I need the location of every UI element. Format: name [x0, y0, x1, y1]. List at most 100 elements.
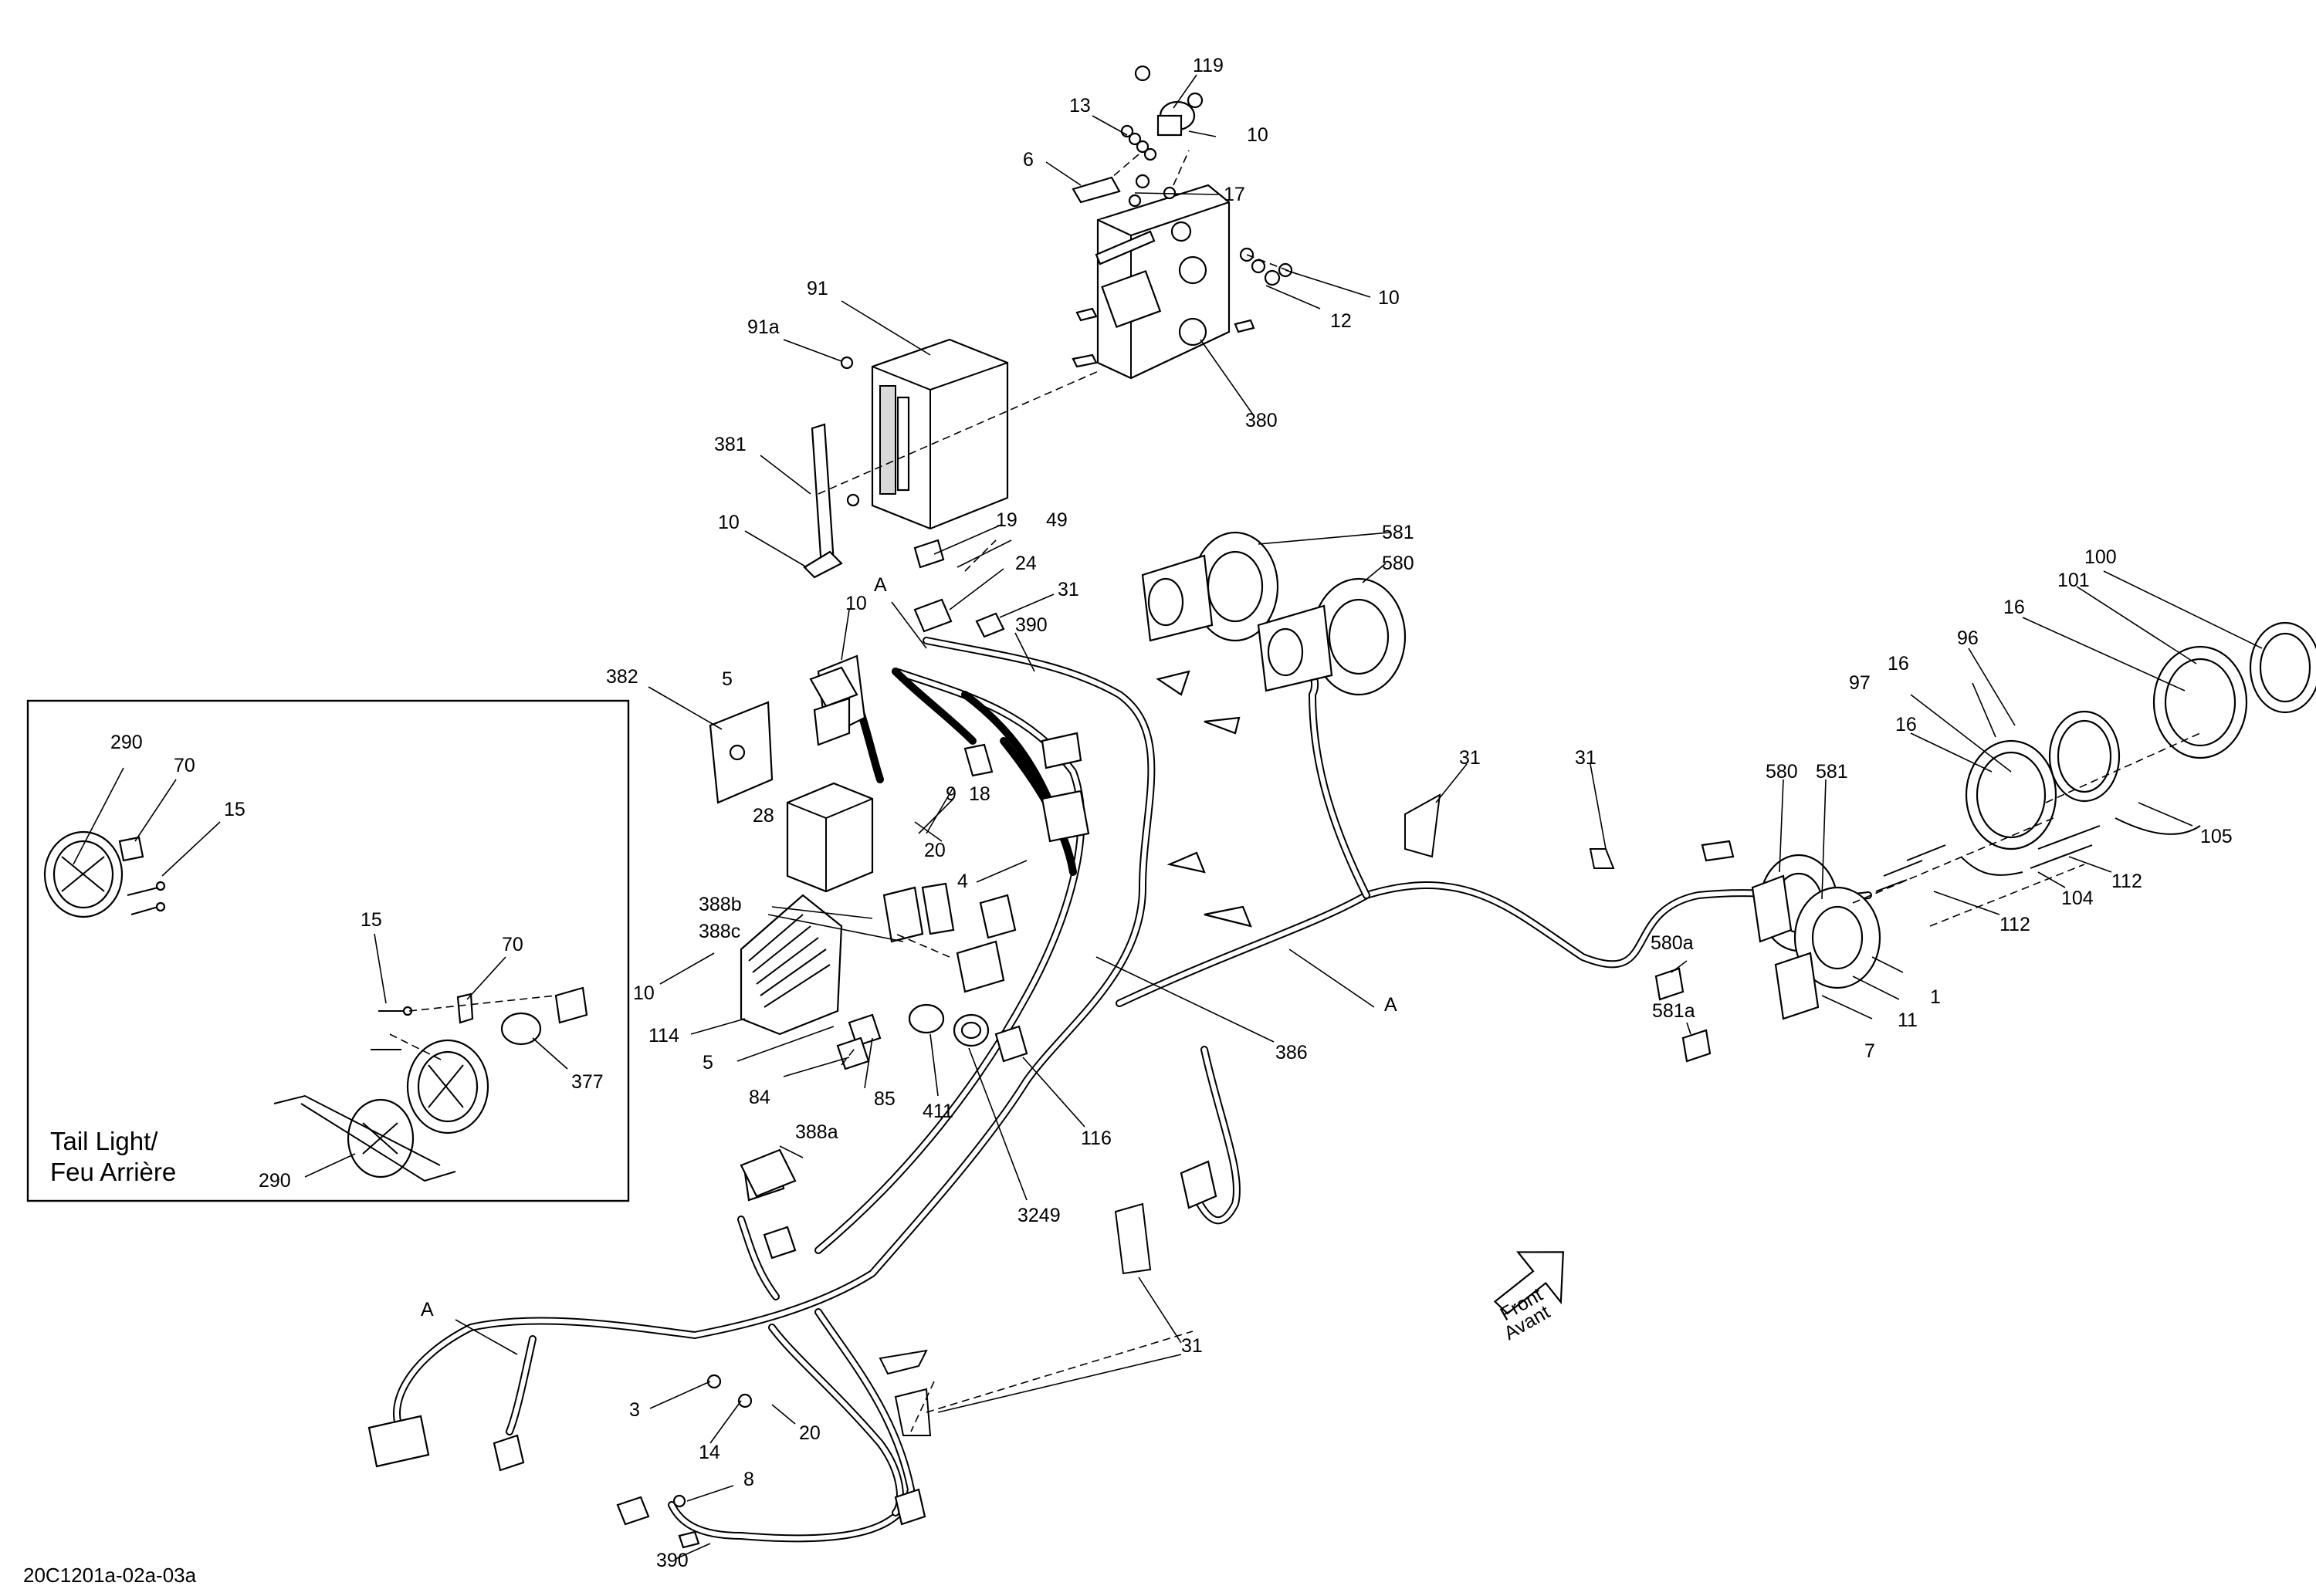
tail-light-caption-line1: Tail Light/ [50, 1127, 158, 1155]
callout-70: 70 [502, 934, 523, 955]
headlight-580-right [1751, 854, 1839, 952]
headlight-580-left [1257, 577, 1407, 696]
callout-377: 377 [571, 1071, 604, 1093]
callout-12: 12 [1330, 310, 1352, 332]
callout-112: 112 [1999, 914, 2030, 935]
callout-388c: 388c [699, 921, 740, 942]
callout-11: 11 [1898, 1009, 1918, 1031]
callout-388a: 388a [795, 1121, 838, 1143]
callout-6: 6 [1023, 149, 1034, 171]
callout-580a: 580a [1651, 932, 1694, 954]
callout-13: 13 [1069, 95, 1091, 117]
callout-1: 1 [1930, 986, 1941, 1008]
callout-390: 390 [1015, 614, 1048, 636]
bracket-382 [709, 701, 774, 804]
callout-580: 580 [1766, 761, 1798, 783]
callout-49: 49 [1046, 509, 1068, 531]
callout-10: 10 [1247, 124, 1268, 146]
callout-4: 4 [957, 871, 968, 892]
bulbs-580a-581a [1654, 967, 1712, 1063]
callout-411: 411 [923, 1101, 953, 1122]
callout-10: 10 [718, 512, 740, 533]
callout-386: 386 [1275, 1042, 1308, 1063]
callout-388b: 388b [699, 894, 742, 915]
callout-16: 16 [1888, 653, 1909, 675]
callout-97: 97 [1849, 672, 1871, 694]
relay-cluster-388 [882, 882, 1017, 993]
drawing-code: 20C1201a-02a-03a [23, 1564, 197, 1587]
callout-581: 581 [1382, 522, 1414, 543]
callout-20: 20 [799, 1422, 821, 1444]
clips-31 [879, 670, 1735, 1436]
callout-24: 24 [1015, 553, 1037, 574]
leader-lines [73, 74, 2263, 1560]
callout-31: 31 [1181, 1335, 1203, 1357]
callout-10: 10 [845, 593, 867, 614]
callout-70: 70 [174, 755, 195, 776]
callout-112: 112 [2111, 871, 2142, 892]
callout-10: 10 [633, 982, 655, 1004]
callout-100: 100 [2084, 546, 2117, 568]
switch-388a [740, 1148, 797, 1260]
callout-101: 101 [2057, 570, 2090, 591]
callout-96: 96 [1957, 627, 1979, 649]
front-direction-arrow: Front Avant [1493, 1251, 1564, 1344]
callout-3249: 3249 [1017, 1205, 1061, 1226]
tail-light-caption-line2: Feu Arrière [50, 1158, 176, 1186]
headlight-581-right [1774, 886, 1881, 1020]
callout-382: 382 [606, 666, 638, 688]
callout-5: 5 [703, 1052, 713, 1074]
callout-10: 10 [1378, 287, 1400, 309]
callout-a: A [874, 574, 887, 596]
callout-7: 7 [1864, 1040, 1875, 1062]
callout-17: 17 [1224, 184, 1245, 205]
callout-8: 8 [743, 1469, 754, 1490]
callout-104: 104 [2061, 888, 2094, 909]
callout-18: 18 [969, 783, 990, 805]
callout-381: 381 [714, 434, 747, 455]
callout-390: 390 [656, 1550, 689, 1571]
callout-15: 15 [224, 799, 245, 820]
callout-85: 85 [874, 1088, 896, 1110]
callout-119: 119 [1193, 55, 1224, 76]
callout-20: 20 [924, 840, 946, 861]
callout-581: 581 [1816, 761, 1848, 783]
main-wire-harness [393, 598, 1872, 1543]
callout-15: 15 [361, 909, 382, 931]
callout-84: 84 [749, 1087, 770, 1108]
callout-91: 91 [807, 278, 828, 299]
callout-a: A [421, 1299, 434, 1320]
callout-380: 380 [1245, 410, 1278, 431]
tail-light-inset: Tail Light/ Feu Arrière [26, 699, 630, 1202]
callout-91a: 91a [747, 316, 780, 338]
relay-119 [1072, 65, 1204, 204]
callout-5: 5 [722, 668, 733, 690]
ecu-module-91 [840, 338, 1009, 530]
relay-bracket-10 [809, 666, 858, 746]
callout-labels: 119 13 10 6 17 10 12 380 91 91a 381 10 1… [110, 55, 2233, 1571]
switches-84-85-411 [836, 1003, 1028, 1070]
callout-16: 16 [2003, 597, 2025, 618]
callout-114: 114 [648, 1025, 679, 1047]
regulator-114 [740, 894, 843, 1036]
callout-a: A [1384, 994, 1397, 1016]
callout-580: 580 [1382, 553, 1414, 574]
callout-290: 290 [259, 1170, 291, 1192]
headlight-rings [1960, 621, 2316, 876]
callout-16: 16 [1895, 714, 1917, 735]
callout-31: 31 [1575, 747, 1596, 769]
callout-14: 14 [699, 1442, 720, 1463]
headlight-581-left [1141, 531, 1279, 642]
callout-31: 31 [1459, 747, 1481, 769]
callout-105: 105 [2200, 826, 2233, 847]
dashed-assembly-lines [818, 150, 2201, 1432]
callout-9: 9 [946, 783, 957, 805]
fuse-box [786, 782, 874, 893]
callout-31: 31 [1058, 579, 1079, 600]
small-parts-bottom [616, 1374, 753, 1549]
callout-28: 28 [753, 805, 774, 827]
callout-116: 116 [1081, 1128, 1112, 1149]
strap-381 [803, 423, 843, 579]
callout-3: 3 [629, 1399, 640, 1421]
